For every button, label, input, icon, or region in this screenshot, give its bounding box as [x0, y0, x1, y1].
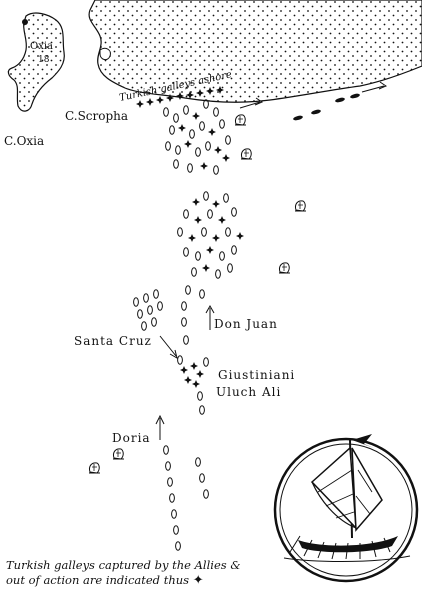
label-giustiniani: Giustiniani — [218, 368, 295, 382]
santa-cruz-squadron — [133, 289, 178, 360]
label-santa-cruz: Santa Cruz — [74, 334, 152, 348]
label-uluch-ali: Uluch Ali — [216, 385, 281, 399]
melee-north — [163, 99, 231, 175]
centre-column — [181, 301, 215, 345]
uluch-ali-cluster — [177, 355, 209, 415]
label-cape-east: C.Scropha — [65, 109, 128, 123]
melee-centre — [177, 191, 244, 299]
cross-star-icon: ✦ — [192, 573, 204, 588]
legend-line-1: Turkish galleys captured by the Allies & — [6, 558, 241, 572]
label-island: Oxia — [30, 41, 53, 52]
map-legend: Turkish galleys captured by the Allies &… — [6, 558, 416, 588]
oxia-island — [7, 12, 65, 112]
label-cape-west: C.Oxia — [4, 134, 44, 148]
galley-ship-icon — [283, 434, 411, 562]
label-don-juan: Don Juan — [214, 317, 278, 331]
legend-line-2: out of action are indicated thus — [6, 573, 190, 587]
scattered-galleys — [88, 114, 307, 474]
label-doria: Doria — [112, 431, 151, 445]
fleeing-galleys — [239, 81, 388, 121]
coastline — [88, 0, 422, 103]
galley-medallion — [273, 434, 419, 583]
legend-line-2-row: out of action are indicated thus ✦ — [6, 573, 416, 588]
doria-squadron — [155, 414, 209, 551]
label-island-number: 18 — [38, 55, 50, 65]
